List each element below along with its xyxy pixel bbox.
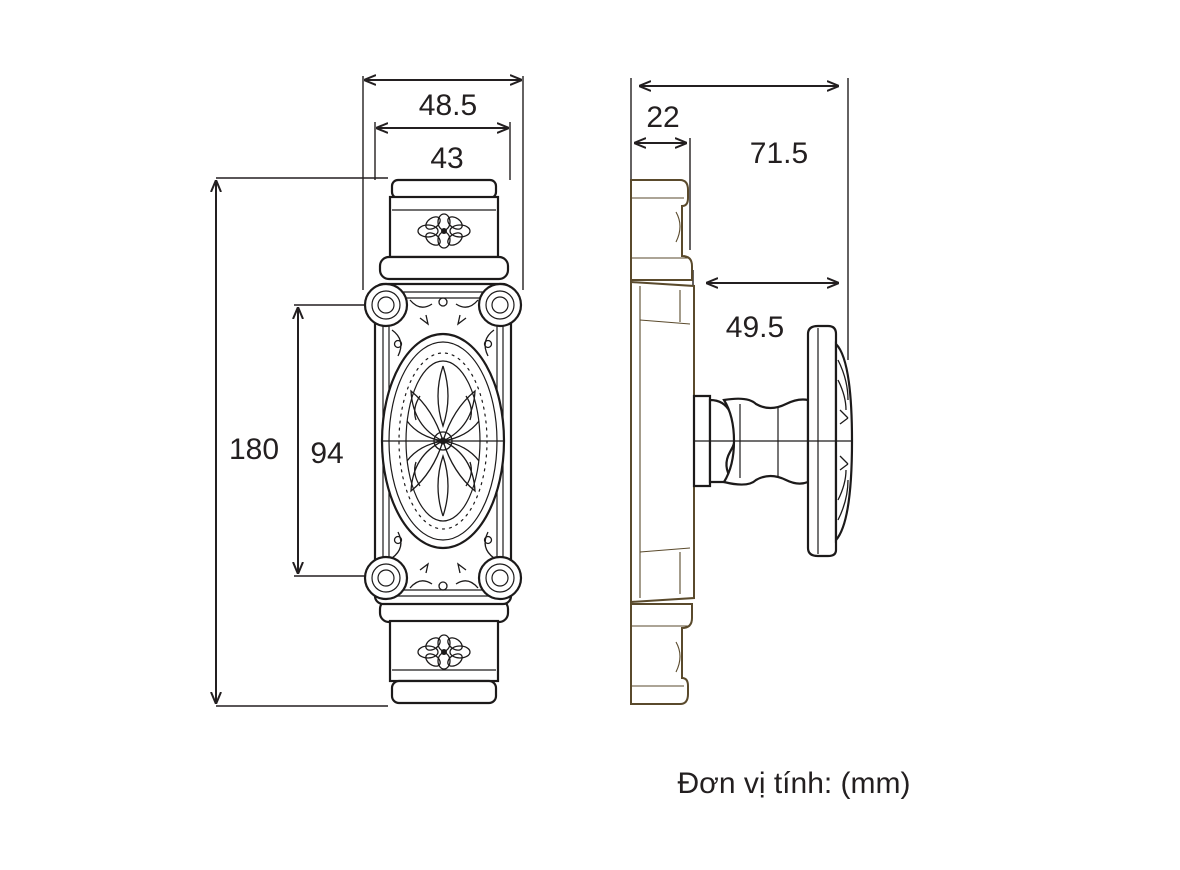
- screw-bottom-right-icon: [477, 555, 523, 601]
- height-total-label: 180: [229, 433, 279, 466]
- screw-bottom-left-icon: [363, 555, 409, 601]
- screw-top-right-icon: [477, 282, 523, 328]
- side-view-part: [630, 179, 854, 705]
- depth-total-label: 71.5: [750, 137, 808, 170]
- front-view-part: [363, 178, 523, 705]
- medallion-ornament: [406, 365, 480, 517]
- knob-face-ornament: [837, 359, 849, 521]
- depth-knob-label: 49.5: [726, 311, 784, 344]
- side-view-dimensions: 22 71.5 49.5: [630, 78, 849, 360]
- unit-note: Đơn vị tính: (mm): [677, 767, 910, 800]
- front-view-dimensions: 48.5 43 180 94: [216, 76, 524, 707]
- hole-spacing-label: 94: [310, 437, 343, 470]
- screw-top-left-icon: [363, 282, 409, 328]
- rosette-top-icon: [417, 213, 471, 249]
- plate-ornament: [391, 297, 495, 591]
- width-inner-label: 43: [430, 142, 463, 175]
- rosette-bottom-icon: [417, 634, 471, 670]
- width-outer-label: 48.5: [419, 89, 477, 122]
- depth-base-label: 22: [646, 101, 679, 134]
